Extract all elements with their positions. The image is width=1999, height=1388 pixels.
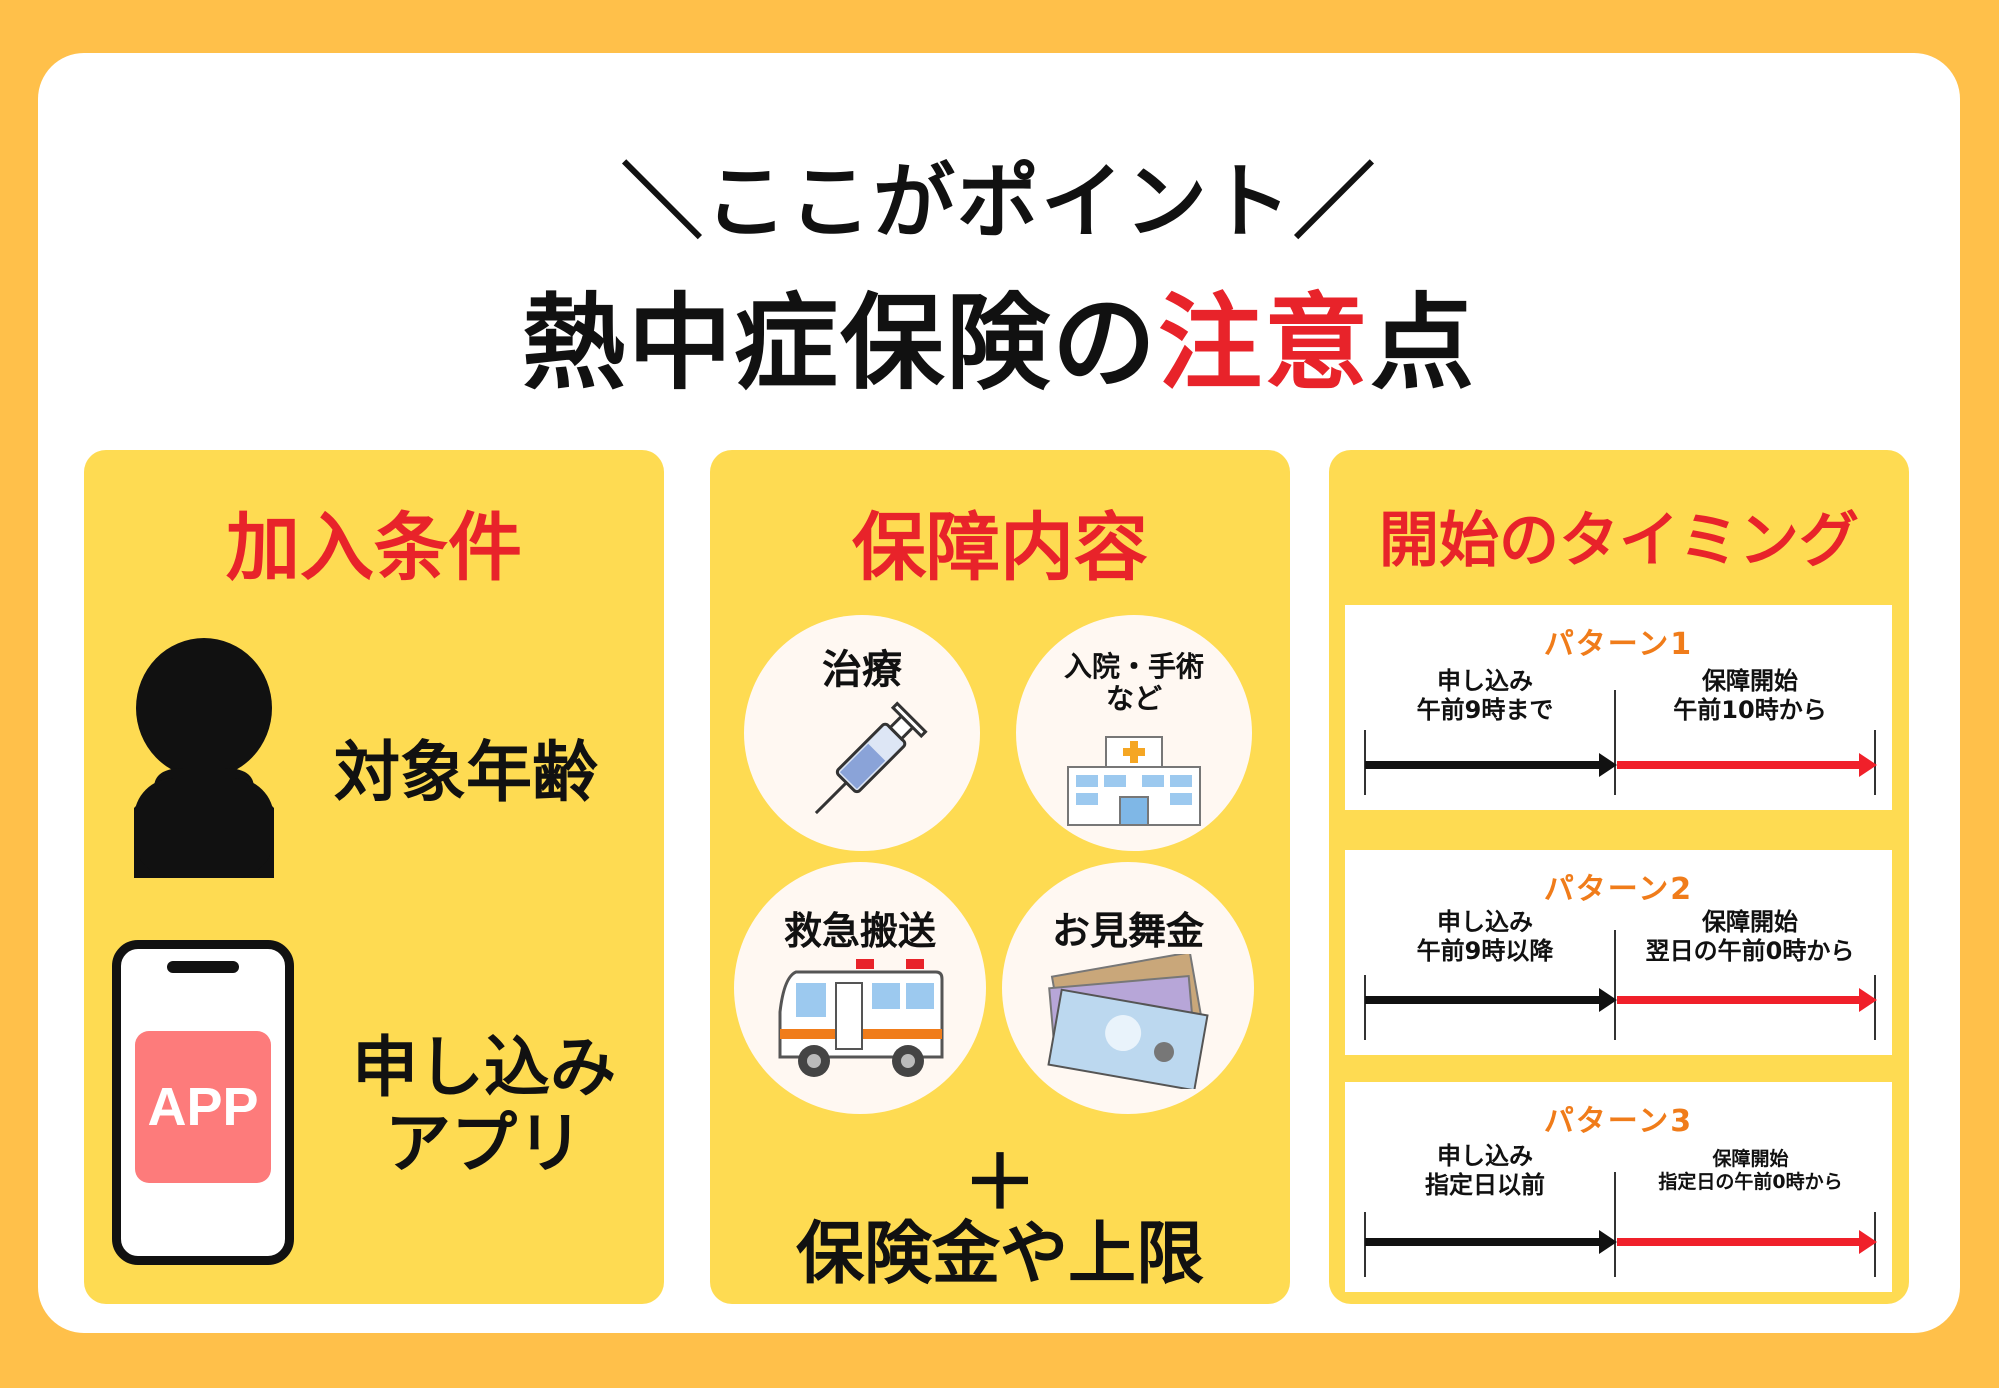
phone-speaker [167, 961, 239, 973]
sympathy-money-label: お見舞金 [1051, 909, 1204, 953]
pattern-1-title: パターン1 [1543, 627, 1694, 662]
pattern-3-title: パターン3 [1543, 1104, 1694, 1139]
pattern-2-start-line2: 翌日の午前0時から [1645, 936, 1855, 965]
subtitle: ＼ここがポイント／ [620, 155, 1377, 250]
target-age-label: 対象年齢 [334, 734, 598, 811]
pattern-2-start-label: 保障開始 翌日の午前0時から [1615, 908, 1885, 966]
pattern-2-apply-line2: 午前9時以降 [1416, 936, 1554, 965]
pattern-1-start-line2: 午前10時から [1673, 695, 1827, 724]
pattern-3-apply-label: 申し込み 指定日以前 [1365, 1142, 1605, 1200]
pattern-1-start-label: 保障開始 午前10時から [1620, 667, 1880, 725]
pattern-1-apply-label: 申し込み 午前9時まで [1365, 667, 1605, 725]
emergency-transport-label: 救急搬送 [783, 909, 936, 953]
hospital-icon [1067, 736, 1201, 826]
panel-title-enrollment: 加入条件 [226, 505, 522, 591]
application-app-label-line2: アプリ [385, 1104, 583, 1182]
pattern-card-3: パターン3 申し込み 指定日以前 保障開始 指定日の午前0時から [1345, 1082, 1892, 1292]
pattern-3-apply-line2: 指定日以前 [1425, 1170, 1545, 1199]
page-title: 熱中症保険の注意点 [38, 258, 1960, 409]
pattern-card-1: パターン1 申し込み 午前9時まで 保障開始 午前10時から [1345, 605, 1892, 810]
banknotes-icon [1047, 954, 1209, 1089]
pattern-3-apply-line1: 申し込み [1437, 1142, 1533, 1170]
hospitalization-label-line2: など [1105, 682, 1162, 716]
app-icon: APP [135, 1031, 271, 1183]
coverage-item-hospitalization: 入院・手術 など [1016, 615, 1252, 851]
pattern-3-start-line1: 保障開始 [1712, 1148, 1789, 1170]
panel-coverage: 保障内容 治療 入院・手術 など [710, 450, 1290, 1304]
main-card: ＼ここがポイント／ 熱中症保険の注意点 加入条件 対象年齢 APP 申し込み ア… [38, 53, 1960, 1333]
pattern-1-apply-line2: 午前9時まで [1416, 695, 1554, 724]
insurance-limit-label: 保険金や上限 [795, 1215, 1204, 1294]
pattern-3-timeline [1364, 1172, 1877, 1277]
panel-title-coverage: 保障内容 [852, 505, 1148, 591]
panel-start-timing: 開始のタイミング パターン1 申し込み 午前9時まで 保障開始 午前10時から [1329, 450, 1909, 1304]
coverage-item-treatment: 治療 [744, 615, 980, 851]
pattern-2-title: パターン2 [1543, 872, 1694, 907]
plus-sign: ＋ [963, 1140, 1037, 1226]
title-accent: 注意 [1157, 282, 1370, 404]
hospitalization-label-line1: 入院・手術 [1063, 650, 1204, 683]
treatment-label: 治療 [822, 647, 902, 693]
coverage-item-emergency-transport: 救急搬送 [734, 862, 986, 1114]
pattern-1-apply-line1: 申し込み [1437, 667, 1533, 695]
pattern-2-timeline [1364, 930, 1877, 1040]
pattern-2-apply-label: 申し込み 午前9時以降 [1365, 908, 1605, 966]
pattern-2-start-line1: 保障開始 [1702, 908, 1798, 936]
panel-title-start-timing: 開始のタイミング [1379, 506, 1859, 576]
coverage-item-sympathy-money: お見舞金 [1002, 862, 1254, 1114]
title-end: 点 [1370, 282, 1477, 404]
application-app-label-line1: 申し込み [352, 1029, 616, 1106]
application-app-label: 申し込み アプリ [334, 1030, 634, 1182]
title-main: 熱中症保険の [521, 282, 1158, 404]
syringe-icon [814, 701, 928, 815]
ambulance-icon [778, 959, 944, 1077]
pattern-3-start-line2: 指定日の午前0時から [1658, 1170, 1843, 1193]
pattern-1-start-line1: 保障開始 [1702, 667, 1798, 695]
pattern-3-start-label: 保障開始 指定日の午前0時から [1613, 1148, 1888, 1194]
pattern-card-2: パターン2 申し込み 午前9時以降 保障開始 翌日の午前0時から [1345, 850, 1892, 1055]
pattern-1-timeline [1364, 690, 1877, 795]
smartphone-icon: APP [112, 940, 294, 1265]
panel-enrollment-conditions: 加入条件 対象年齢 APP 申し込み アプリ [84, 450, 664, 1304]
pattern-2-apply-line1: 申し込み [1437, 908, 1533, 936]
person-silhouette-icon [134, 638, 274, 878]
hospitalization-label: 入院・手術 など [1016, 650, 1252, 716]
